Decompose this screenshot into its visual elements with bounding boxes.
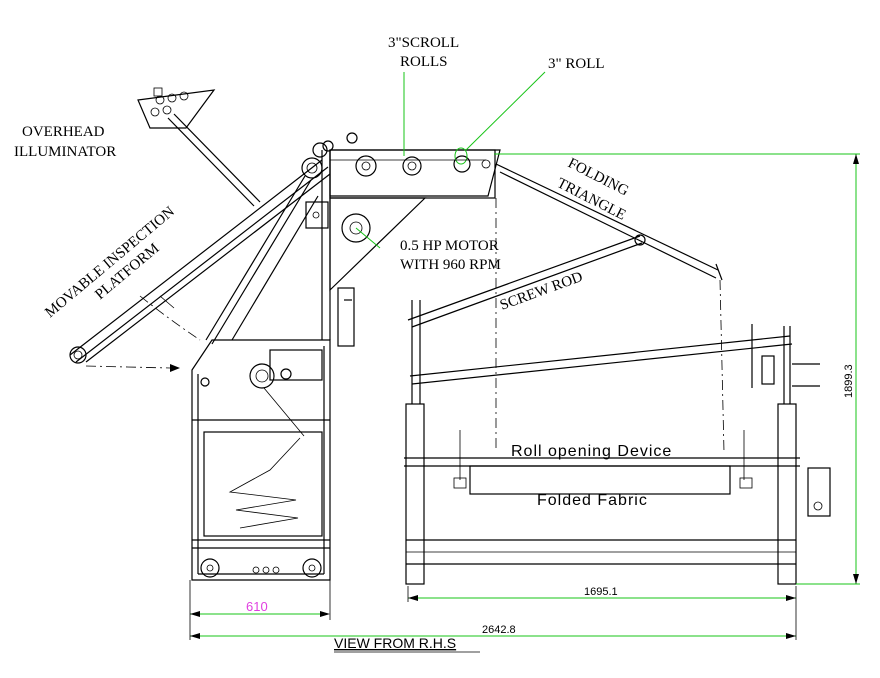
- dim-610: 610: [246, 599, 268, 614]
- dim-1899: 1899.3: [843, 364, 855, 398]
- label-roll-opening-device: Roll opening Device: [511, 443, 672, 460]
- view-title: VIEW FROM R.H.S: [334, 635, 456, 651]
- label-overhead-illuminator-1: OVERHEAD: [22, 124, 105, 140]
- label-3-roll: 3" ROLL: [548, 56, 605, 72]
- label-platform-1: MOVABLE INSPECTION: [42, 204, 178, 321]
- label-scroll-rolls-2: ROLLS: [400, 54, 448, 70]
- inspection-platform: [69, 142, 331, 372]
- label-folded-fabric: Folded Fabric: [537, 492, 648, 509]
- dim-1695: 1695.1: [584, 586, 618, 598]
- folding-triangle: [495, 163, 725, 453]
- label-motor-2: WITH 960 RPM: [400, 257, 501, 273]
- screw-rod: [407, 234, 793, 385]
- left-cabinet: [191, 339, 331, 581]
- label-overhead-illuminator-2: ILLUMINATOR: [14, 144, 116, 160]
- dim-2642: 2642.8: [482, 624, 516, 636]
- head-unit: [305, 132, 501, 347]
- overhead-illuminator: [137, 87, 261, 207]
- label-scroll-rolls-1: 3"SCROLL: [388, 35, 459, 51]
- label-motor-1: 0.5 HP MOTOR: [400, 238, 499, 254]
- leader-lines: [190, 71, 860, 637]
- dimension-lines: [189, 154, 859, 640]
- right-frame: [404, 300, 831, 585]
